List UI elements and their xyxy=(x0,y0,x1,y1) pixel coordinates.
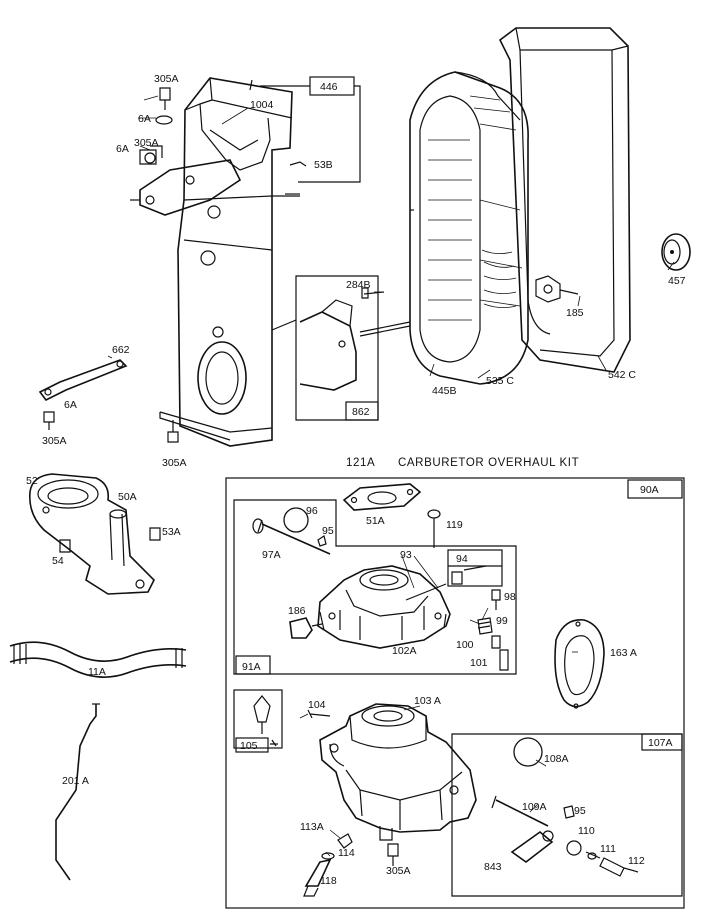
callout-446 xyxy=(260,76,361,183)
label-119: 119 xyxy=(446,519,463,531)
label-52: 52 xyxy=(26,475,38,487)
sub-box-91a xyxy=(233,499,517,675)
label-101: 101 xyxy=(470,657,488,669)
label-305a-3: 305A xyxy=(42,435,67,447)
label-118: 118 xyxy=(320,875,337,887)
screw-305a-bottom xyxy=(167,420,179,443)
label-102a: 102A xyxy=(392,645,417,657)
label-100: 100 xyxy=(456,639,474,651)
screw-305a-kit xyxy=(387,843,399,866)
label-185: 185 xyxy=(566,307,584,319)
label-843: 843 xyxy=(484,861,502,873)
label-108a: 108A xyxy=(544,753,569,765)
label-284b: 284B xyxy=(346,279,371,291)
label-114: 114 xyxy=(338,847,355,859)
parts-110-112 xyxy=(566,840,639,877)
label-91a: 91A xyxy=(242,661,261,673)
label-305a-4: 305A xyxy=(162,457,187,469)
label-90a: 90A xyxy=(640,484,659,496)
label-6a-1: 6A xyxy=(138,113,151,125)
kit-box xyxy=(225,477,685,909)
carb-body-103a xyxy=(319,703,477,841)
label-186: 186 xyxy=(288,605,306,617)
label-50a: 50A xyxy=(118,491,137,503)
air-cleaner-cover xyxy=(498,27,631,373)
label-111: 111 xyxy=(600,843,616,855)
air-cleaner-base xyxy=(130,77,300,447)
label-110: 110 xyxy=(578,825,595,837)
label-862: 862 xyxy=(352,406,370,418)
label-51a: 51A xyxy=(366,515,385,527)
diagram-title: CARBURETOR OVERHAUL KIT xyxy=(398,457,579,469)
fitting-186 xyxy=(289,617,323,639)
part-labels: 305A 6A 1004 446 305A 6A 53B 284B 862 66… xyxy=(26,73,686,887)
needle-parts-113-118 xyxy=(303,833,353,897)
label-305a-1: 305A xyxy=(154,73,179,85)
label-305a-2: 305A xyxy=(134,137,159,149)
label-99: 99 xyxy=(496,615,508,627)
label-96: 96 xyxy=(306,505,318,517)
gasket-163a xyxy=(554,619,605,709)
label-94: 94 xyxy=(456,553,468,565)
label-109a: 109A xyxy=(522,801,547,813)
label-445b: 445B xyxy=(432,385,457,397)
label-104: 104 xyxy=(308,699,326,711)
label-446: 446 xyxy=(320,81,338,93)
label-11a: 11A xyxy=(88,666,106,678)
part-662-strap xyxy=(38,359,128,430)
label-163a: 163 A xyxy=(610,647,637,659)
label-1004: 1004 xyxy=(250,99,274,111)
label-95-2: 95 xyxy=(574,805,586,817)
label-53b: 53B xyxy=(314,159,333,171)
label-201a: 201 A xyxy=(62,775,89,787)
carb-body-102a xyxy=(317,565,487,649)
label-103a: 103 A xyxy=(414,695,441,707)
throttle-shaft-97a xyxy=(252,507,331,555)
hose-11a xyxy=(9,641,187,678)
label-662: 662 xyxy=(112,344,130,356)
screw-119 xyxy=(427,509,441,548)
link-201a xyxy=(55,703,100,881)
label-107a: 107A xyxy=(648,737,673,749)
base-hardware xyxy=(139,87,307,167)
label-kit-number: 121A xyxy=(346,457,375,469)
intake-elbow-50a xyxy=(28,473,161,595)
box-105 xyxy=(233,689,283,753)
label-105: 105 xyxy=(240,740,258,752)
label-6a-2: 6A xyxy=(116,143,129,155)
label-535c: 535 C xyxy=(486,375,514,387)
air-filter-element xyxy=(409,71,529,385)
sub-box-107a xyxy=(451,733,683,897)
label-113a: 113A xyxy=(300,821,324,833)
knob-457 xyxy=(661,233,691,271)
callout-862 xyxy=(271,275,411,421)
label-542c: 542 C xyxy=(608,369,636,381)
label-305a-5: 305A xyxy=(386,865,411,877)
leader-lines xyxy=(107,95,675,857)
label-93: 93 xyxy=(400,549,412,561)
pin-104 xyxy=(307,709,331,719)
label-98: 98 xyxy=(504,591,516,603)
label-457: 457 xyxy=(668,275,686,287)
label-97a: 97A xyxy=(262,549,281,561)
label-112: 112 xyxy=(628,855,645,867)
choke-shaft-109a xyxy=(491,737,575,863)
label-6a-3: 6A xyxy=(64,399,77,411)
label-54: 54 xyxy=(52,555,64,567)
label-95-1: 95 xyxy=(322,525,334,537)
label-53a: 53A xyxy=(162,526,181,538)
gasket-51a xyxy=(342,483,422,511)
